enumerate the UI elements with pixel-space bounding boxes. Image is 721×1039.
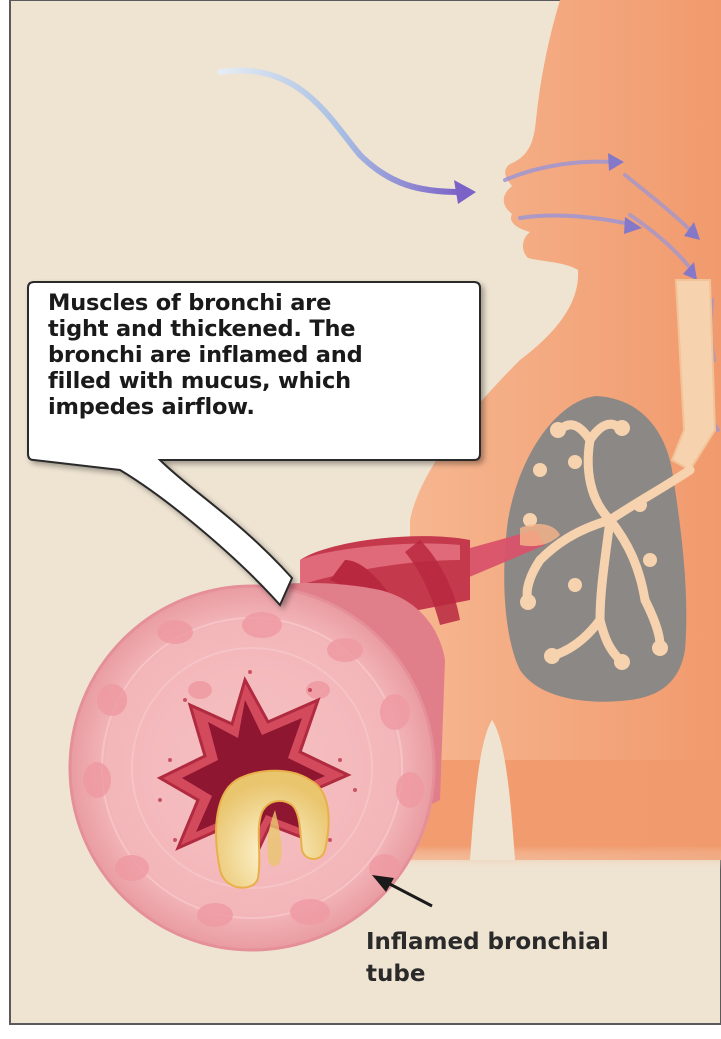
inflamed-bronchial-tube-label: Inflamed bronchial tube	[366, 926, 686, 990]
callout-text: Muscles of bronchi are tight and thicken…	[48, 290, 468, 420]
